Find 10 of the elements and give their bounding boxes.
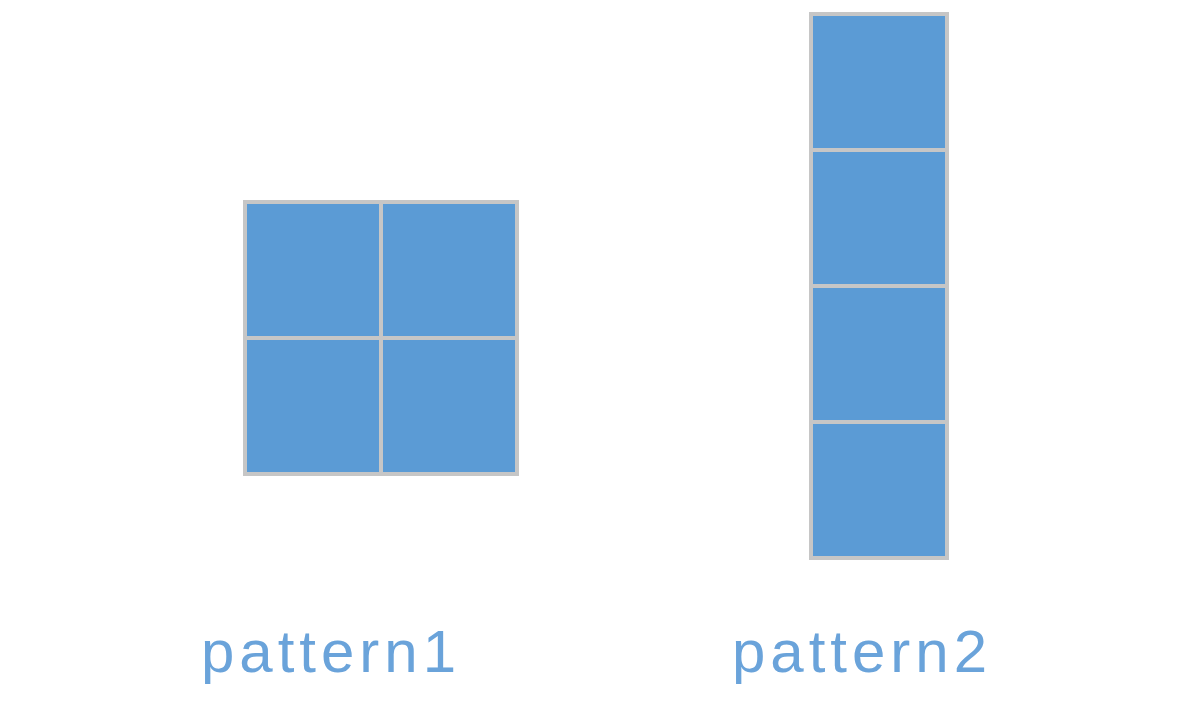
tile — [813, 152, 945, 284]
node-label: pattern2 — [731, 622, 993, 682]
tile — [813, 288, 945, 420]
tile — [383, 340, 515, 472]
tile — [247, 204, 379, 336]
tile — [247, 340, 379, 472]
node-label: pattern1 — [200, 622, 462, 682]
tile — [813, 424, 945, 556]
tile — [383, 204, 515, 336]
tile — [813, 16, 945, 148]
